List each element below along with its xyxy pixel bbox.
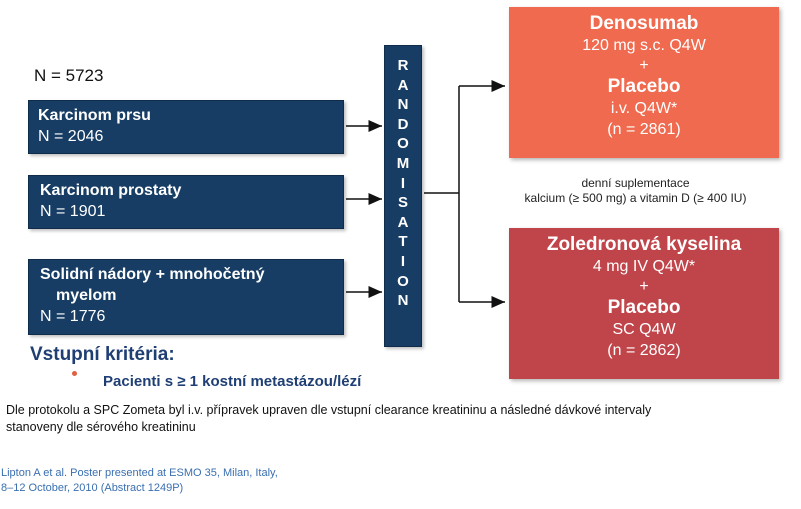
population-breast: Karcinom prsu N = 2046 xyxy=(28,100,344,154)
arm-placebo: Placebo xyxy=(607,297,681,318)
randomisation-letter: O xyxy=(397,135,409,153)
arm-plus: + xyxy=(639,278,649,295)
entry-criteria-title: Vstupní kritéria: xyxy=(30,344,175,365)
population-name: Karcinom prsu xyxy=(38,107,151,124)
arm-placebo-route: i.v. Q4W* xyxy=(610,100,678,117)
population-name-line1: Solidní nádory + mnohočetný xyxy=(40,266,265,283)
population-n: N = 2046 xyxy=(38,128,104,145)
arm-n: (n = 2861) xyxy=(607,121,681,138)
reference: Lipton A et al. Poster presented at ESMO… xyxy=(1,466,278,496)
randomisation-letter: R xyxy=(397,57,409,74)
reference-line1: Lipton A et al. Poster presented at ESMO… xyxy=(1,467,278,479)
randomisation-letter: T xyxy=(398,233,408,251)
footnote-line1: Dle protokolu a SPC Zometa byl i.v. příp… xyxy=(6,403,652,417)
randomisation-letter: O xyxy=(397,272,409,290)
population-n: N = 1776 xyxy=(40,308,106,325)
randomisation-letter: D xyxy=(397,115,409,133)
randomisation-letter: I xyxy=(400,174,406,192)
entry-criteria-bullet: Pacienti s ≥ 1 kostní metastázou/lézí xyxy=(103,373,362,390)
arm-zoledronic-acid: Zoledronová kyselina 4 mg IV Q4W* + Plac… xyxy=(509,228,779,379)
arm-drug: Zoledronová kyselina xyxy=(546,234,742,255)
population-n: N = 1901 xyxy=(40,203,106,220)
population-name: Karcinom prostaty xyxy=(40,182,182,199)
randomisation-letter: S xyxy=(397,194,408,212)
reference-line2: 8–12 October, 2010 (Abstract 1249P) xyxy=(1,482,184,494)
population-prostate: Karcinom prostaty N = 1901 xyxy=(28,175,344,229)
population-solid-tumours: Solidní nádory + mnohočetný myelom N = 1… xyxy=(28,259,344,335)
randomisation-letter: A xyxy=(397,213,409,231)
population-name-line2: myelom xyxy=(56,287,117,304)
arm-denosumab: Denosumab 120 mg s.c. Q4W + Placebo i.v.… xyxy=(509,7,779,158)
arm-placebo: Placebo xyxy=(607,76,681,97)
supplementation-line1: denní suplementace xyxy=(581,176,690,190)
randomisation-letter: I xyxy=(400,252,406,270)
arm-n: (n = 2862) xyxy=(607,342,681,359)
randomisation-bar: R A N D O M I S A T I O N xyxy=(384,45,422,347)
footnote: Dle protokolu a SPC Zometa byl i.v. příp… xyxy=(6,402,651,436)
supplementation-line2: kalcium (≥ 500 mg) a vitamin D (≥ 400 IU… xyxy=(524,191,747,205)
arm-dose: 4 mg IV Q4W* xyxy=(592,258,696,275)
randomisation-letter: M xyxy=(396,154,410,172)
footnote-line2: stanoveny dle sérového kreatininu xyxy=(6,420,196,434)
entry-criteria-bullet-icon xyxy=(72,371,77,376)
randomisation-letter: N xyxy=(397,292,409,310)
total-n: N = 5723 xyxy=(34,66,104,85)
arm-dose: 120 mg s.c. Q4W xyxy=(582,37,706,54)
arm-plus: + xyxy=(639,57,649,74)
randomisation-letter: A xyxy=(397,76,409,94)
arm-drug: Denosumab xyxy=(589,13,699,34)
supplementation-note: denní suplementace kalcium (≥ 500 mg) a … xyxy=(470,176,801,206)
randomisation-letter: N xyxy=(397,96,409,114)
arm-placebo-route: SC Q4W xyxy=(612,321,676,338)
